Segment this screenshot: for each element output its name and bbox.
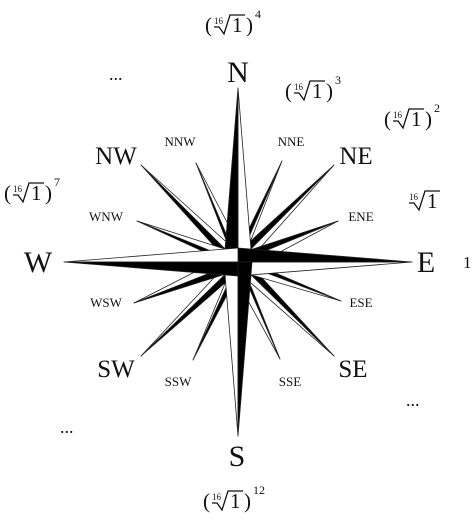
spike-e-dark [237,247,413,263]
ellipsis-bottom-right: ... [406,390,420,410]
paren-open: ( [203,489,210,513]
root-power-2: ( 16 1 ) 2 [384,101,440,131]
root-power-1: 16 1 [409,189,440,213]
label-wsw: WSW [90,295,123,310]
spike-n-light [237,87,253,263]
label-nw: NW [95,143,137,170]
root-index: 16 [393,110,403,120]
root-power-4: ( 16 1 ) 4 [205,7,261,37]
root-power-12: ( 16 1 ) 12 [203,483,265,513]
label-w: W [24,246,53,279]
root-index: 16 [294,82,304,92]
radicand: 1 [232,13,243,37]
exponent: 2 [434,101,440,115]
intercardinal-spikes [140,164,335,357]
label-ene: ENE [348,209,373,224]
exponent: 12 [253,483,265,497]
spike-w-light [63,247,239,263]
spike-w-dark [63,261,239,277]
radical-sign [409,190,440,212]
paren-open: ( [4,181,11,205]
spike-s-light [223,261,239,437]
label-s: S [229,440,246,473]
ellipsis-bottom-left: ... [60,417,74,437]
root-index: 16 [214,16,224,26]
label-se: SE [338,356,367,383]
root-index: 16 [13,184,23,194]
radical-sign [13,182,44,204]
label-ne: NE [339,143,372,170]
label-n: N [227,56,249,89]
label-e: E [417,246,435,279]
cardinal-spikes [63,87,413,437]
spike-s-dark [237,261,253,437]
root-power-7: ( 16 1 ) 7 [4,175,60,205]
label-wnw: WNW [89,209,124,224]
radical-sign [294,80,325,102]
root-power-3: ( 16 1 ) 3 [285,73,341,103]
spike-n-dark [223,87,239,263]
paren-close: ) [244,489,251,513]
paren-close: ) [326,79,333,103]
label-ese: ESE [349,295,372,310]
radicand: 1 [427,189,438,213]
compass-star [63,87,413,437]
root-index: 16 [212,492,222,502]
radicand: 1 [31,181,42,205]
label-nne: NNE [278,134,305,149]
exponent: 3 [335,73,341,87]
paren-open: ( [285,79,292,103]
exponent: 4 [255,7,261,21]
root-index: 16 [409,192,419,202]
radicand: 1 [312,79,323,103]
paren-open: ( [205,13,212,37]
radical-sign [214,14,245,36]
label-sw: SW [97,356,135,383]
paren-close: ) [425,107,432,131]
radicand: 1 [411,107,422,131]
paren-close: ) [45,181,52,205]
label-nnw: NNW [164,134,196,149]
spike-e-light [237,261,413,277]
spike-nw-dark [140,164,239,263]
radical-sign [212,490,243,512]
ellipsis-top-left: ... [109,64,123,84]
exponent: 7 [54,175,60,189]
root-power-0: 1 [463,253,472,272]
label-ssw: SSW [165,374,192,389]
paren-close: ) [246,13,253,37]
radicand: 1 [230,489,241,513]
label-sse: SSE [279,374,301,389]
radical-sign [393,108,424,130]
paren-open: ( [384,107,391,131]
